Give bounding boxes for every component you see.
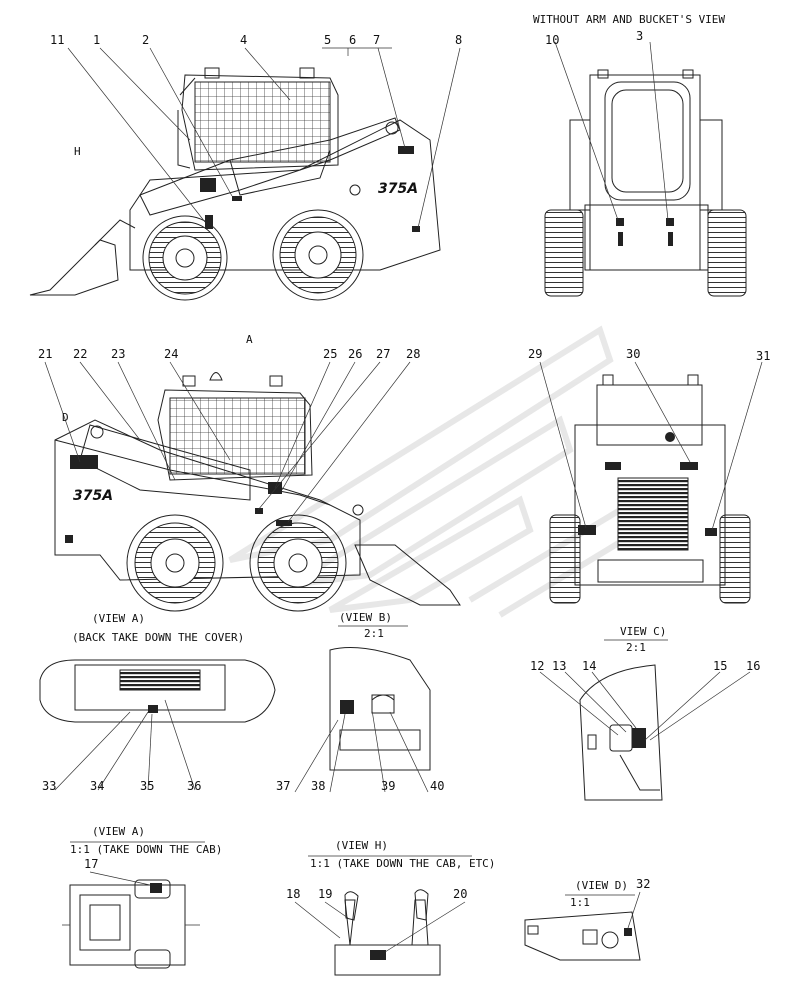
view-d-marker: D	[62, 411, 69, 424]
view-a-back	[39, 659, 276, 791]
front-view	[544, 41, 747, 297]
callout-23: 23	[111, 347, 126, 361]
view-c-title: VIEW C)	[620, 625, 667, 638]
view-a-marker: A	[246, 333, 253, 346]
callout-40: 40	[430, 779, 445, 793]
callout-33: 33	[42, 779, 57, 793]
side-view-left	[44, 361, 461, 612]
view-b	[294, 647, 431, 793]
callout-22: 22	[73, 347, 88, 361]
callout-26: 26	[348, 347, 363, 361]
view-a-back-subtitle: (BACK TAKE DOWN THE COVER)	[72, 631, 245, 644]
callout-20: 20	[453, 887, 468, 901]
callout-19: 19	[318, 887, 333, 901]
callout-8: 8	[455, 33, 463, 47]
callout-6: 6	[349, 33, 357, 47]
view-c	[539, 664, 751, 801]
callout-1: 1	[93, 33, 101, 47]
callout-21: 21	[38, 347, 53, 361]
callout-30: 30	[626, 347, 641, 361]
callout-12: 12	[530, 659, 545, 673]
view-a-cab-title: (VIEW A)	[92, 825, 145, 838]
callout-10: 10	[545, 33, 560, 47]
callout-32: 32	[636, 877, 651, 891]
view-c-scale: 2:1	[626, 641, 646, 654]
callout-24: 24	[164, 347, 179, 361]
without-arm-view-title: WITHOUT ARM AND BUCKET'S VIEW	[533, 13, 726, 26]
callout-4: 4	[240, 33, 248, 47]
view-a-back-title: (VIEW A)	[92, 612, 145, 625]
side-view-right	[29, 47, 461, 301]
callout-25: 25	[323, 347, 338, 361]
title-underlines	[70, 625, 668, 896]
callout-39: 39	[381, 779, 396, 793]
view-h	[294, 889, 466, 976]
view-h-marker: H	[74, 145, 81, 158]
callout-35: 35	[140, 779, 155, 793]
callout-31: 31	[756, 349, 771, 363]
callout-11: 11	[50, 33, 65, 47]
view-h-title: (VIEW H)	[335, 839, 388, 852]
callout-18: 18	[286, 887, 301, 901]
callout-16: 16	[746, 659, 761, 673]
callout-7: 7	[373, 33, 381, 47]
callout-3: 3	[636, 29, 644, 43]
callout-5: 5	[324, 33, 332, 47]
model-badge-right: 375A	[378, 181, 419, 197]
rear-view	[539, 361, 763, 604]
callout-29: 29	[528, 347, 543, 361]
callout-37: 37	[276, 779, 291, 793]
callout-17: 17	[84, 857, 99, 871]
callout-15: 15	[713, 659, 728, 673]
view-a-cab	[62, 871, 200, 969]
callout-38: 38	[311, 779, 326, 793]
view-h-subtitle: 1:1 (TAKE DOWN THE CAB, ETC)	[310, 857, 496, 870]
view-d	[524, 891, 641, 961]
callout-36: 36	[187, 779, 202, 793]
callout-2: 2	[142, 33, 150, 47]
view-a-cab-subtitle: 1:1 (TAKE DOWN THE CAB)	[70, 843, 223, 856]
view-d-scale: 1:1	[570, 896, 590, 909]
view-d-title: (VIEW D)	[575, 879, 628, 892]
callout-13: 13	[552, 659, 567, 673]
callout-28: 28	[406, 347, 421, 361]
callout-27: 27	[376, 347, 391, 361]
view-b-title: (VIEW B)	[339, 611, 392, 624]
model-badge-left: 375A	[73, 488, 114, 504]
callout-34: 34	[90, 779, 105, 793]
callout-14: 14	[582, 659, 597, 673]
view-b-scale: 2:1	[364, 627, 384, 640]
